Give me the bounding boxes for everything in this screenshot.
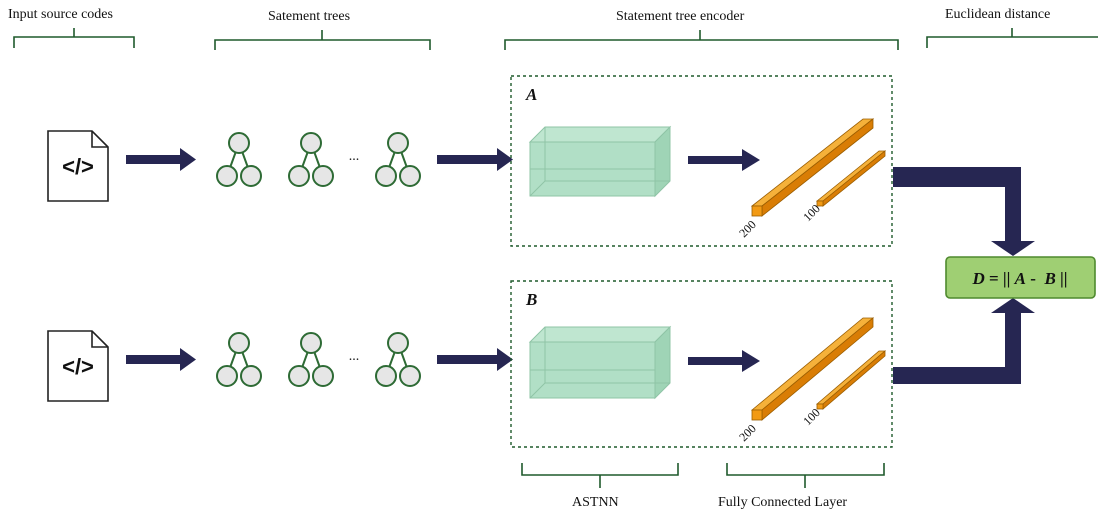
svg-text:</>: </>: [62, 154, 94, 179]
vector-100-b: [815, 350, 887, 410]
box-label-b: B: [525, 290, 537, 309]
code-file-icon-a: </>: [47, 130, 109, 202]
arrow-b-to-distance: [893, 298, 1035, 384]
distance-formula: D = || A - B ||: [971, 269, 1067, 288]
header-statement-trees: Satement trees: [268, 9, 351, 24]
bracket-distance: [926, 28, 1098, 48]
svg-text:</>: </>: [62, 354, 94, 379]
statement-trees-b: ...: [216, 332, 421, 387]
arrow-trees-to-encoder-b: [437, 348, 513, 371]
bracket-astnn: [521, 463, 679, 488]
astnn-block-b: [528, 325, 672, 400]
arrow-a-to-distance: [893, 167, 1035, 256]
code-file-icon-b: </>: [47, 330, 109, 402]
ellipsis-b: ...: [349, 349, 360, 364]
header-euclidean-distance: Euclidean distance: [945, 7, 1051, 22]
encoder-box-b: [510, 280, 893, 448]
arrow-code-to-trees-a: [126, 148, 196, 171]
footer-fully-connected-layer: Fully Connected Layer: [718, 495, 848, 510]
vector-200-b: [750, 317, 875, 421]
bracket-input: [13, 28, 135, 48]
astnn-block-a: [528, 125, 672, 198]
header-input-source-codes: Input source codes: [8, 7, 113, 22]
ellipsis-a: ...: [349, 149, 360, 164]
header-statement-tree-encoder: Statement tree encoder: [616, 9, 745, 24]
arrow-astnn-to-fc-b: [688, 350, 760, 372]
box-label-a: A: [525, 85, 537, 104]
arrow-trees-to-encoder-a: [437, 148, 513, 171]
encoder-box-a: [510, 75, 893, 247]
vector-200-a: [750, 118, 875, 217]
statement-trees-a: ...: [216, 132, 421, 187]
footer-astnn: ASTNN: [572, 495, 619, 510]
arrow-code-to-trees-b: [126, 348, 196, 371]
bracket-fully-connected: [726, 463, 885, 488]
bracket-trees: [214, 30, 431, 50]
arrow-astnn-to-fc-a: [688, 149, 760, 171]
distance-formula-box: D = || A - B ||: [945, 256, 1096, 299]
dim-200-b: 200: [736, 421, 759, 444]
dim-200-a: 200: [736, 217, 759, 240]
bracket-encoder: [504, 30, 899, 50]
vector-100-a: [815, 150, 887, 207]
